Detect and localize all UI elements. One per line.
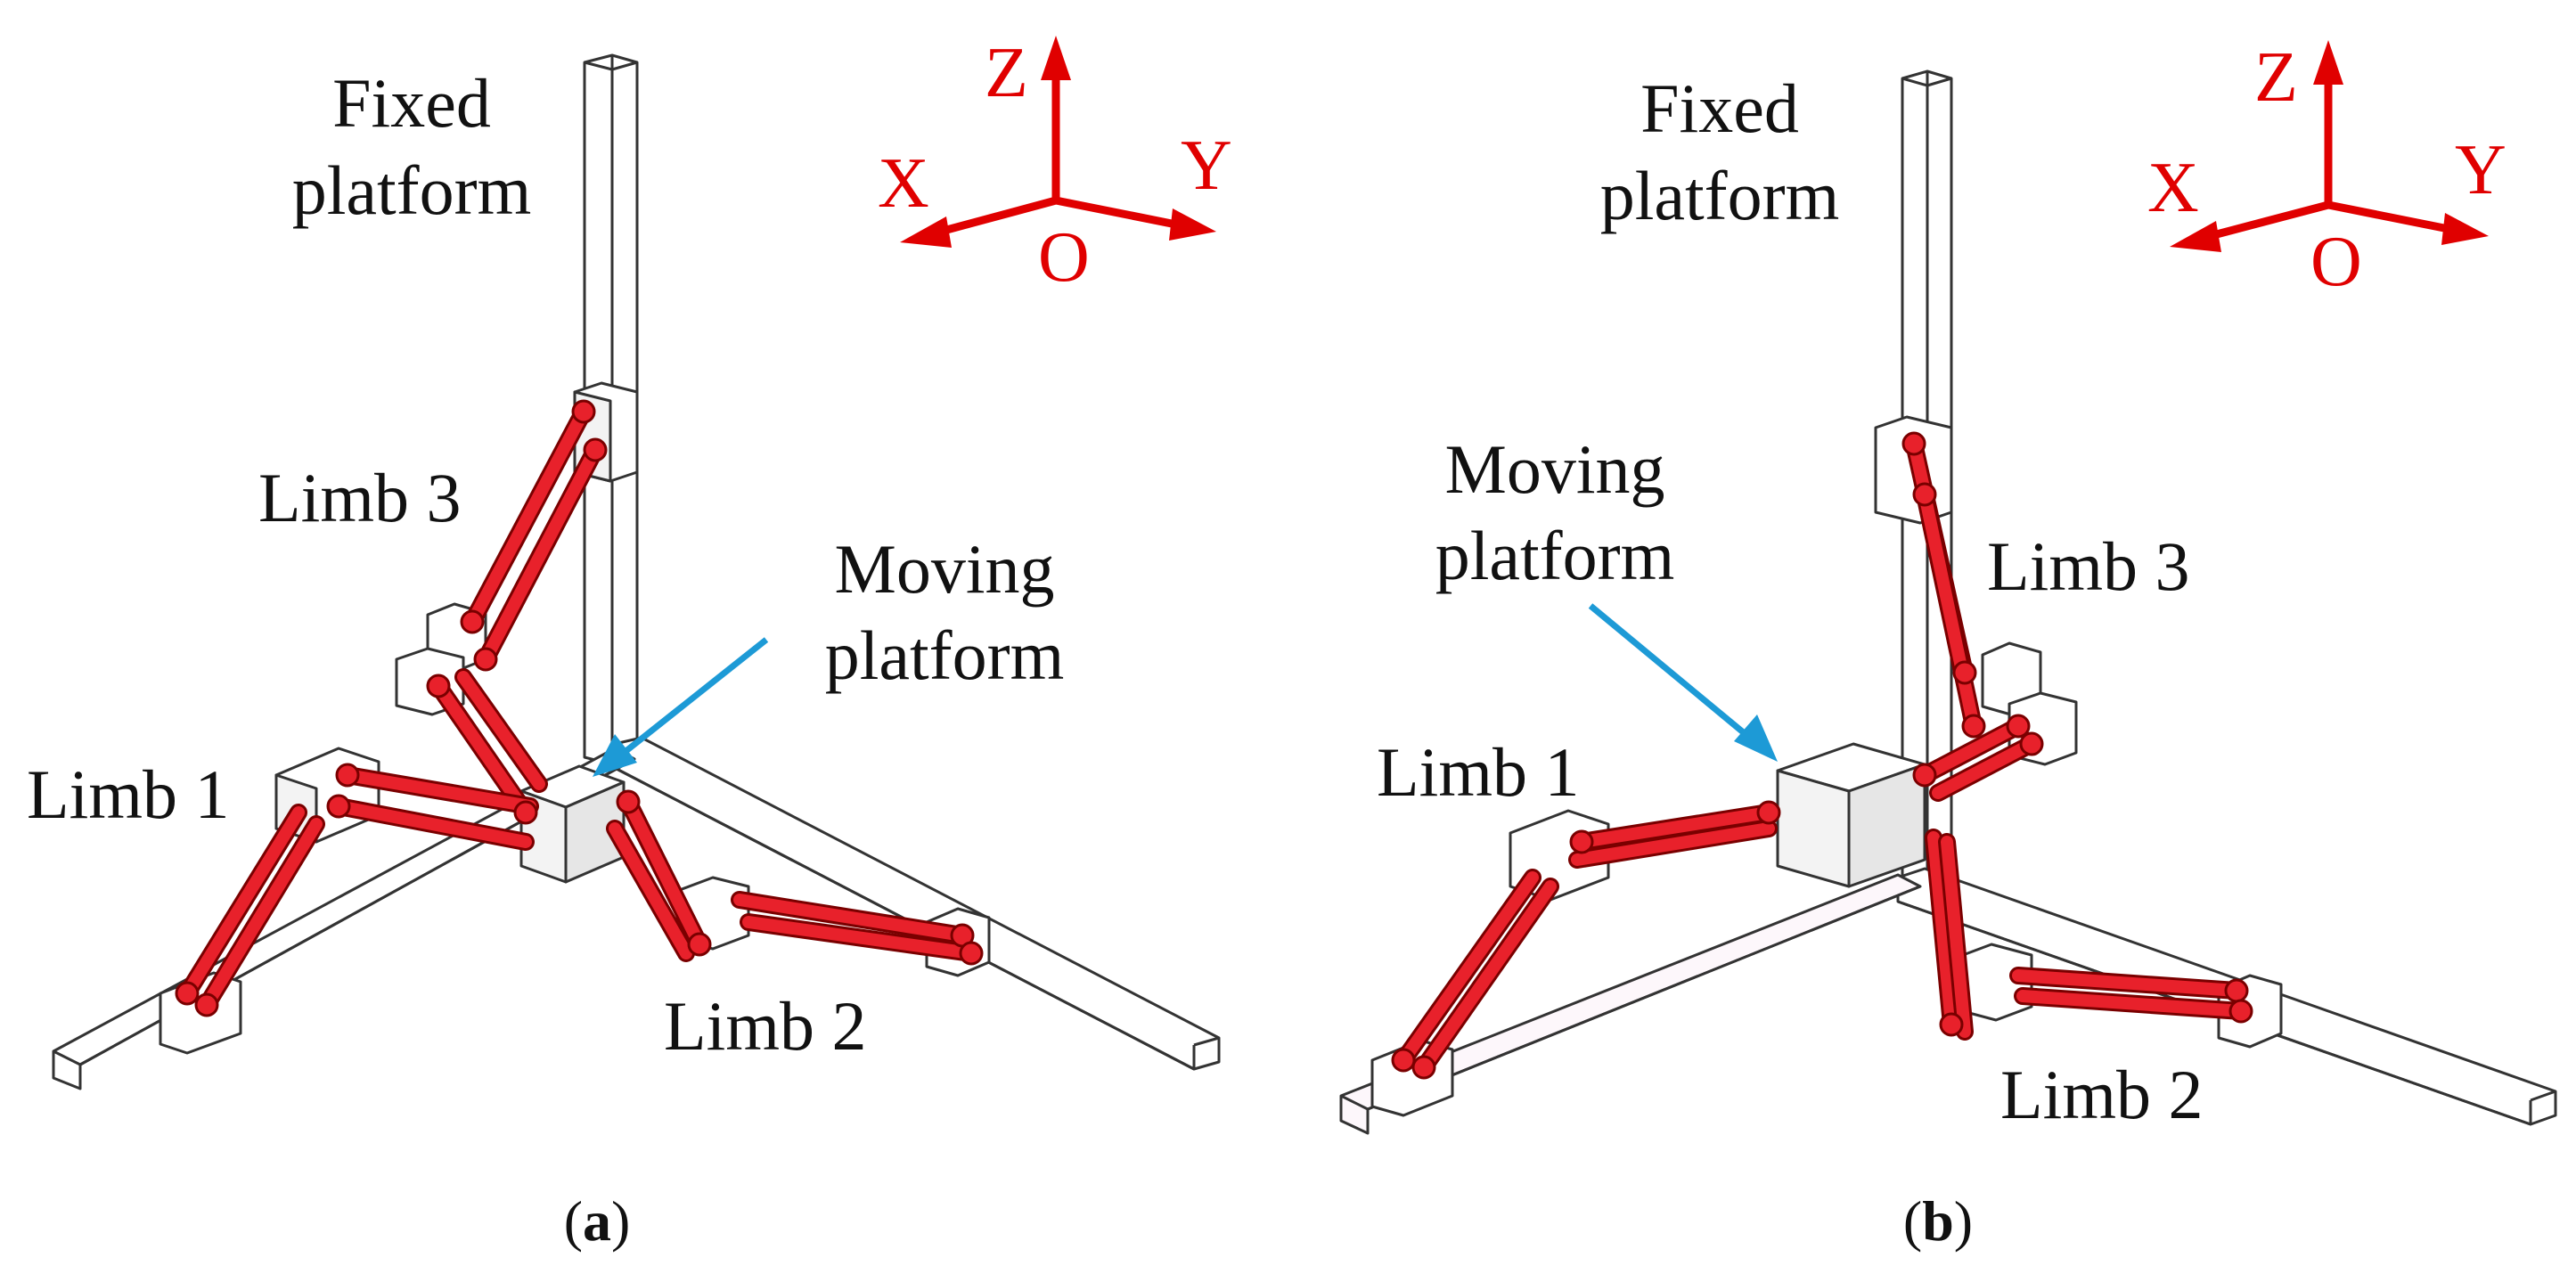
- panel-b-axis-origin-label: O: [2310, 223, 2362, 301]
- panel-a-joints: [175, 399, 984, 1017]
- panel-b-limb1-label: Limb 1: [1377, 733, 1580, 811]
- panel-b-fixed-platform-label-line1: Fixed: [1640, 69, 1799, 147]
- panel-a-limb3-label: Limb 3: [258, 459, 462, 536]
- panel-a-moving-platform-label-line1: Moving: [834, 530, 1054, 608]
- panel-a-coordinate-axes: Z X Y O: [878, 34, 1232, 297]
- panel-a-caption: (a): [564, 1189, 631, 1253]
- panel-b-caption: (b): [1903, 1189, 1973, 1253]
- panel-b-axis-z-label: Z: [2254, 38, 2298, 117]
- panel-a-links: [178, 403, 980, 1014]
- panel-a-axis-y-label: Y: [1181, 127, 1232, 205]
- panel-a-axis-origin-label: O: [1038, 218, 1090, 297]
- panel-a-fixed-platform-label-line2: platform: [292, 151, 532, 229]
- panel-a-moving-platform-arrow: [593, 637, 769, 777]
- panel-b-links: [1394, 435, 2250, 1076]
- panel-a-limb1-label: Limb 1: [27, 755, 230, 833]
- panel-b: Z X Y O Fixed platform Moving platform L…: [1339, 38, 2557, 1253]
- panel-a-fixed-platform-label-line1: Fixed: [332, 64, 491, 142]
- panel-b-moving-platform-label-line2: platform: [1435, 517, 1675, 594]
- panel-a-limb2-label: Limb 2: [664, 987, 867, 1065]
- panel-a-axis-x-label: X: [878, 144, 929, 223]
- panel-b-axis-y-label: Y: [2455, 131, 2506, 209]
- panel-a-axis-z-label: Z: [985, 34, 1028, 112]
- panel-b-axis-x-label: X: [2147, 149, 2199, 227]
- panel-b-coordinate-axes: Z X Y O: [2147, 38, 2506, 301]
- panel-b-limb2-label: Limb 2: [2000, 1056, 2204, 1133]
- panel-a: Z X Y O Fixed platform Limb 3 Moving pla…: [27, 34, 1232, 1253]
- panel-b-moving-platform-label-line1: Moving: [1444, 430, 1664, 508]
- panel-b-moving-platform-cube: [1776, 742, 1926, 888]
- panel-b-moving-platform-arrow: [1588, 603, 1778, 762]
- panel-b-fixed-platform-label-line2: platform: [1600, 157, 1840, 234]
- panel-a-moving-platform-label-line2: platform: [825, 617, 1065, 694]
- panel-b-joints: [1391, 431, 2253, 1080]
- panel-b-limb3-label: Limb 3: [1987, 527, 2190, 605]
